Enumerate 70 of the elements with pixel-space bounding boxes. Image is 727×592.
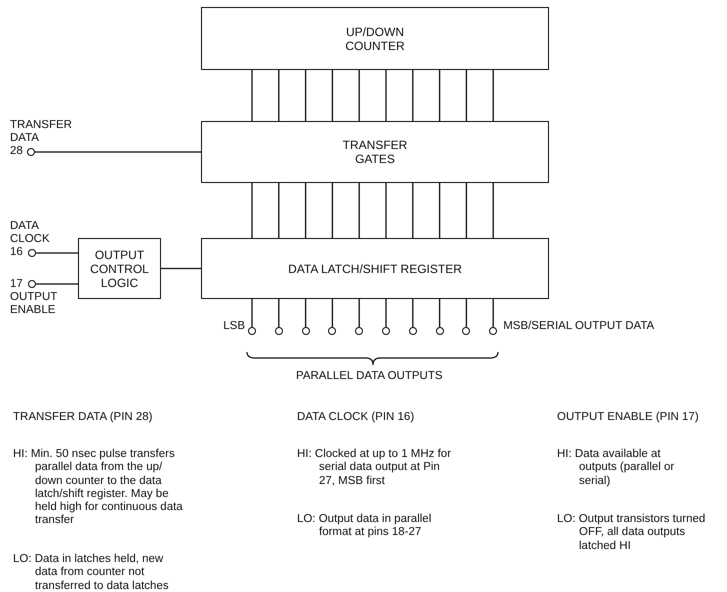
- connector-line: [278, 299, 280, 327]
- connector-line: [412, 183, 414, 238]
- connector-line: [161, 268, 201, 270]
- pin-terminal: [28, 249, 36, 257]
- pin-terminal: [462, 327, 470, 335]
- connector-line: [251, 299, 253, 327]
- connector-line: [412, 299, 414, 327]
- connector-line: [492, 183, 494, 238]
- block-box: [78, 238, 161, 299]
- connector-line: [35, 151, 201, 153]
- section-heading: DATA CLOCK (PIN 16): [297, 411, 416, 424]
- connector-line: [251, 183, 253, 238]
- pin-terminal: [382, 327, 390, 335]
- pin-terminal: [355, 327, 364, 335]
- connector-line: [251, 70, 253, 121]
- pin-terminal: [248, 327, 256, 335]
- description-text: LO: Output data in parallel format at pins 18-27: [297, 513, 432, 540]
- connector-line: [36, 252, 78, 254]
- connector-line: [466, 299, 468, 327]
- description-text: LO: Output transistors turned OFF, all data outputs latched HI: [557, 513, 706, 553]
- pin-terminal: [302, 327, 310, 335]
- connector-line: [466, 70, 468, 121]
- pin-label: 17 OUTPUT ENABLE: [10, 278, 58, 317]
- connector-line: [332, 299, 334, 327]
- connector-line: [332, 183, 334, 238]
- connector-line: [304, 70, 306, 121]
- pin-terminal: [274, 327, 283, 335]
- connector-line: [438, 70, 440, 121]
- pin-terminal: [408, 327, 417, 335]
- pin-label: TRANSFER DATA 28: [10, 119, 72, 158]
- pin-label: DATA CLOCK 16: [10, 220, 50, 259]
- block-label: TRANSFER GATES: [342, 138, 408, 166]
- block-label: DATA LATCH/SHIFT REGISTER: [287, 262, 463, 276]
- connector-line: [438, 183, 440, 238]
- connector-line: [278, 70, 280, 121]
- connector-line: [492, 70, 494, 121]
- connector-line: [304, 299, 306, 327]
- pin-terminal: [436, 327, 444, 335]
- connector-line: [358, 183, 360, 238]
- connector-line: [466, 183, 468, 238]
- brace-caption: PARALLEL DATA OUTPUTS: [296, 370, 444, 384]
- section-heading: OUTPUT ENABLE (PIN 17): [557, 411, 700, 424]
- pin-terminal: [328, 327, 336, 335]
- pin-terminal: [489, 327, 498, 335]
- connector-line: [385, 299, 387, 327]
- block-box: [201, 7, 549, 70]
- connector-line: [304, 183, 306, 238]
- pin-terminal: [27, 148, 35, 156]
- block-label: UP/DOWN COUNTER: [344, 24, 406, 52]
- section-heading: TRANSFER DATA (PIN 28): [13, 411, 154, 424]
- connector-line: [412, 70, 414, 121]
- pin-label: MSB/SERIAL OUTPUT DATA: [503, 320, 654, 333]
- connector-line: [332, 70, 334, 121]
- block-label: OUTPUT CONTROL LOGIC: [89, 248, 150, 290]
- block-box: [201, 238, 549, 299]
- description-text: HI: Clocked at up to 1 MHz for serial data output at Pin 27, MSB first: [297, 448, 452, 488]
- pin-label: LSB: [223, 320, 245, 333]
- connector-line: [385, 183, 387, 238]
- description-text: HI: Data available at outputs (parallel or serial): [557, 448, 676, 488]
- connector-line: [438, 299, 440, 327]
- connector-line: [492, 299, 494, 327]
- description-text: HI: Min. 50 nsec pulse transfers parallel data from the up/ down counter to the data latch/shift register. May be held high for continuous data transfer: [13, 448, 183, 528]
- connector-line: [358, 70, 360, 121]
- connector-line: [358, 299, 360, 327]
- description-text: LO: Data in latches held, new data from counter not transferred to data latches: [13, 553, 170, 592]
- block-box: [201, 121, 549, 183]
- pin-terminal: [28, 280, 36, 288]
- connector-line: [278, 183, 280, 238]
- connector-line: [385, 70, 387, 121]
- connector-line: [36, 283, 78, 285]
